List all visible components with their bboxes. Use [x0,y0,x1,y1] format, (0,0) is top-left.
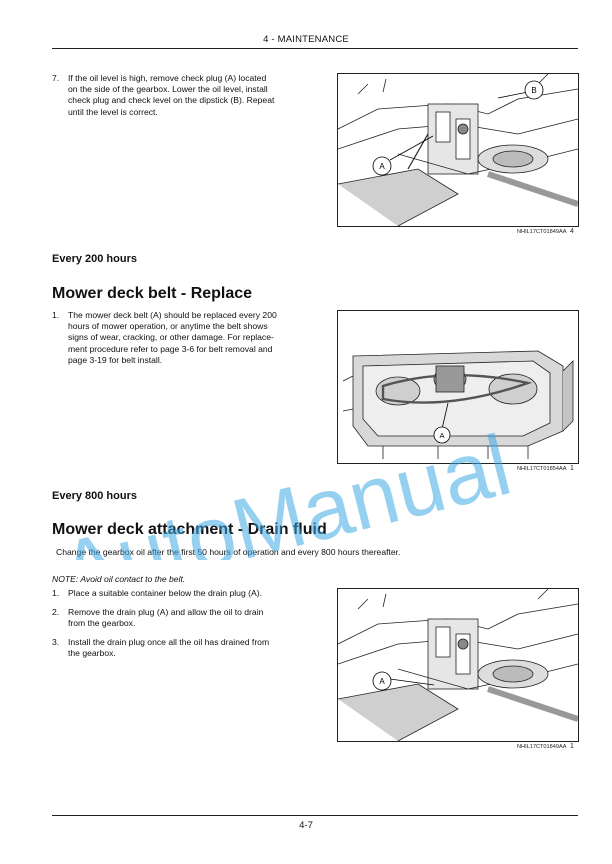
callout-leader-b [497,91,529,99]
footer-rule [52,815,578,816]
figure-code: NHIL17CT01849AA [517,229,567,235]
callout-a: A [379,162,385,171]
callout-leader-a [389,678,435,686]
drain-step-3: 3. Install the drain plug once all the o… [52,637,270,659]
figure-code: NHIL17CT01849AA [517,744,567,750]
figure-code: NHIL17CT01854AA [517,466,567,472]
figure-number: 1 [570,465,574,472]
callout-a: A [439,431,444,440]
gearbox-illustration: A B [338,74,578,226]
section-header: 4 - MAINTENANCE [263,34,349,45]
figure-gearbox-check-plug: A B [337,73,579,227]
step-number: 1. [52,310,60,320]
header-rule [52,48,578,49]
drain-step-2: 2. Remove the drain plug (A) and allow t… [52,607,264,629]
drain-step-1: 1. Place a suitable container below the … [52,588,262,598]
step-7: 7. If the oil level is high, remove chec… [52,73,322,123]
figure-drain-plug: A [337,588,579,742]
figure-mower-deck-belt: A [337,310,579,464]
gearbox-drain-illustration: A [338,589,578,741]
interval-heading-800: Every 800 hours [52,490,137,502]
page-number: 4-7 [299,820,313,831]
callout-b: B [531,86,536,95]
step-text: The mower deck belt (A) should be replac… [68,310,277,365]
callout-a: A [379,677,385,686]
step-number: 7. [52,73,60,83]
callout-leader-a [441,402,449,430]
callout-leader-a [389,135,434,161]
step-text: If the oil level is high, remove check p… [68,73,275,117]
step-1-belt: 1. The mower deck belt (A) should be rep… [52,310,327,370]
section-title-drain-fluid: Mower deck attachment - Drain fluid [52,521,327,538]
figure-number: 4 [570,228,574,235]
note-text: NOTE: Avoid oil contact to the belt. [52,574,186,584]
intro-text: Change the gearbox oil after the first 5… [56,547,401,557]
interval-heading-200: Every 200 hours [52,253,137,265]
section-title-belt-replace: Mower deck belt - Replace [52,285,253,302]
mower-deck-illustration: A [342,350,574,459]
figure-number: 1 [570,743,574,750]
